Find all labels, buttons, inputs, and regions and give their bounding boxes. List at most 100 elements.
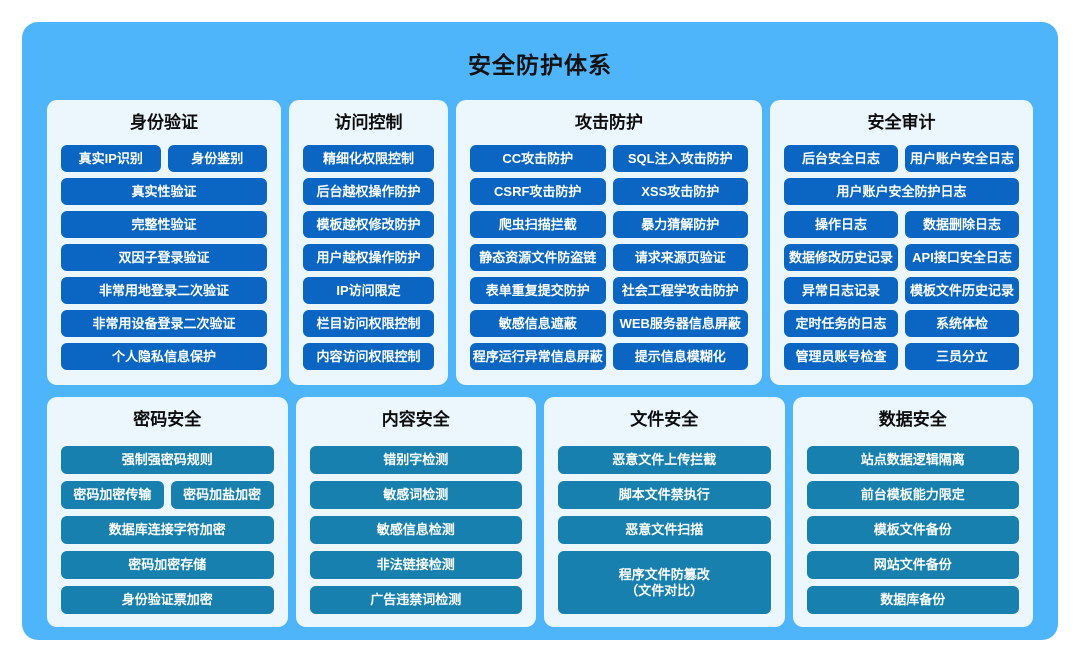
feature-button: 暴力猜解防护 [612,211,748,238]
button-row: 密码加密存储 [61,551,274,579]
feature-button: 前台模板能力限定 [806,481,1019,509]
feature-button: WEB服务器信息屏蔽 [612,310,748,337]
feature-button: 用户越权操作防护 [303,244,434,271]
feature-button: 数据修改历史记录 [784,244,898,271]
feature-button: 管理员账号检查 [784,343,898,370]
feature-button: 非常用地登录二次验证 [61,277,267,304]
button-row: 数据修改历史记录 API接口安全日志 [784,244,1019,271]
button-row: 网站文件备份 [806,551,1019,579]
button-row: 恶意文件扫描 [558,516,771,544]
feature-button: API接口安全日志 [905,244,1019,271]
button-row: 前台模板能力限定 [806,481,1019,509]
panel-access-control: 访问控制 精细化权限控制 后台越权操作防护 模板越权修改防护 用户越权操作防护 … [289,100,448,385]
feature-button: 网站文件备份 [806,551,1019,579]
feature-button: IP访问限定 [303,277,434,304]
feature-button: CC攻击防护 [470,145,606,172]
button-row: 强制强密码规则 [61,446,274,474]
panel-title: 密码安全 [133,410,202,429]
button-row: 完整性验证 [61,211,267,238]
button-row: 非法链接检测 [309,551,522,579]
feature-button: SQL注入攻击防护 [612,145,748,172]
feature-button: 脚本文件禁执行 [558,481,771,509]
button-rows: 后台安全日志 用户账户安全日志 用户账户安全防护日志 操作日志 数据删除日志 数… [784,145,1019,370]
button-row: CC攻击防护 SQL注入攻击防护 [470,145,748,172]
panel-title: 内容安全 [381,410,450,429]
button-row: 真实IP识别 身份鉴别 [61,145,267,172]
feature-button: 提示信息模糊化 [612,343,748,370]
feature-button: 模板文件备份 [806,516,1019,544]
panel-title: 攻击防护 [575,113,643,132]
button-rows: 站点数据逻辑隔离 前台模板能力限定 模板文件备份 网站文件备份 数据库备份 [806,446,1019,614]
panel-file-security: 文件安全 恶意文件上传拦截 脚本文件禁执行 恶意文件扫描 程序文件防篡改 （文件… [544,397,785,627]
button-row: 错别字检测 [309,446,522,474]
bottom-panel-row: 密码安全 强制强密码规则 密码加密传输 密码加盐加密 数据库连接字符加密 密码加… [47,397,1033,627]
button-row: 异常日志记录 模板文件历史记录 [784,277,1019,304]
feature-button: 双因子登录验证 [61,244,267,271]
feature-button: 程序运行异常信息屏蔽 [470,343,606,370]
feature-button: 社会工程学攻击防护 [612,277,748,304]
button-row: 爬虫扫描拦截 暴力猜解防护 [470,211,748,238]
feature-button: 三员分立 [905,343,1019,370]
button-row: 内容访问权限控制 [303,343,434,370]
feature-button: 强制强密码规则 [61,446,274,474]
button-row: 密码加密传输 密码加盐加密 [61,481,274,509]
button-row: 广告违禁词检测 [309,586,522,614]
button-rows: 恶意文件上传拦截 脚本文件禁执行 恶意文件扫描 程序文件防篡改 （文件对比） [558,446,771,614]
button-row: 敏感词检测 [309,481,522,509]
feature-button: 广告违禁词检测 [309,586,522,614]
button-row: 模板越权修改防护 [303,211,434,238]
feature-button: 密码加盐加密 [170,481,274,509]
button-row: 双因子登录验证 [61,244,267,271]
feature-button: 数据库连接字符加密 [61,516,274,544]
feature-button: 异常日志记录 [784,277,898,304]
feature-button: 模板越权修改防护 [303,211,434,238]
feature-button: 数据库备份 [806,586,1019,614]
button-row: 数据库备份 [806,586,1019,614]
feature-button: 敏感词检测 [309,481,522,509]
feature-button: 错别字检测 [309,446,522,474]
feature-button: XSS攻击防护 [612,178,748,205]
panel-password-security: 密码安全 强制强密码规则 密码加密传输 密码加盐加密 数据库连接字符加密 密码加… [47,397,288,627]
button-row: 程序运行异常信息屏蔽 提示信息模糊化 [470,343,748,370]
button-row: IP访问限定 [303,277,434,304]
button-row: 栏目访问权限控制 [303,310,434,337]
button-rows: CC攻击防护 SQL注入攻击防护 CSRF攻击防护 XSS攻击防护 爬虫扫描拦截… [470,145,748,370]
button-row: 敏感信息遮蔽 WEB服务器信息屏蔽 [470,310,748,337]
feature-button: 栏目访问权限控制 [303,310,434,337]
button-row: 后台越权操作防护 [303,178,434,205]
button-row: 用户账户安全防护日志 [784,178,1019,205]
feature-button: 敏感信息遮蔽 [470,310,606,337]
button-row: 精细化权限控制 [303,145,434,172]
button-row: 表单重复提交防护 社会工程学攻击防护 [470,277,748,304]
button-row: 数据库连接字符加密 [61,516,274,544]
feature-button: 操作日志 [784,211,898,238]
button-row: 非常用设备登录二次验证 [61,310,267,337]
button-row: 模板文件备份 [806,516,1019,544]
feature-button: 站点数据逻辑隔离 [806,446,1019,474]
feature-button: 密码加密存储 [61,551,274,579]
feature-button: 后台越权操作防护 [303,178,434,205]
feature-button: 定时任务的日志 [784,310,898,337]
panel-attack-protection: 攻击防护 CC攻击防护 SQL注入攻击防护 CSRF攻击防护 XSS攻击防护 爬… [456,100,762,385]
button-rows: 错别字检测 敏感词检测 敏感信息检测 非法链接检测 广告违禁词检测 [309,446,522,614]
feature-button: 非常用设备登录二次验证 [61,310,267,337]
button-row: 敏感信息检测 [309,516,522,544]
feature-button: 真实性验证 [61,178,267,205]
feature-button: 敏感信息检测 [309,516,522,544]
button-rows: 强制强密码规则 密码加密传输 密码加盐加密 数据库连接字符加密 密码加密存储 身… [61,446,274,614]
feature-button: 系统体检 [905,310,1019,337]
feature-button: 恶意文件扫描 [558,516,771,544]
top-panel-row: 身份验证 真实IP识别 身份鉴别 真实性验证 完整性验证 双因子登录验证 非常用… [47,100,1033,385]
feature-button: 完整性验证 [61,211,267,238]
feature-button: 精细化权限控制 [303,145,434,172]
button-row: 身份验证票加密 [61,586,274,614]
feature-button: 用户账户安全日志 [905,145,1019,172]
button-row: 用户越权操作防护 [303,244,434,271]
feature-button: 爬虫扫描拦截 [470,211,606,238]
button-row: 静态资源文件防盗链 请求来源页验证 [470,244,748,271]
feature-button: 身份验证票加密 [61,586,274,614]
feature-button: 恶意文件上传拦截 [558,446,771,474]
feature-button: 表单重复提交防护 [470,277,606,304]
feature-button: 真实IP识别 [61,145,161,172]
button-row: 个人隐私信息保护 [61,343,267,370]
